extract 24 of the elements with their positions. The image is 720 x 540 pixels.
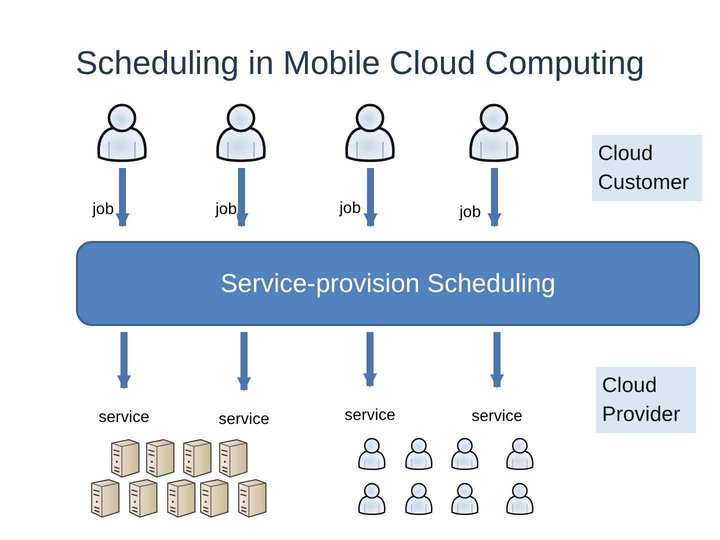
edge-label: job — [92, 201, 114, 219]
edge-label: job — [460, 204, 481, 222]
node-label: service — [93, 407, 155, 429]
arrow — [488, 168, 502, 228]
arrow — [237, 332, 251, 392]
arrow — [117, 332, 131, 390]
arrow — [490, 332, 504, 388]
arrow — [363, 332, 377, 388]
edge-label: job — [216, 201, 237, 219]
node-label: service — [466, 406, 528, 428]
role-label: Cloud Customer — [592, 135, 702, 201]
slide-title: Scheduling in Mobile Cloud Computing — [74, 44, 646, 82]
person-icon — [214, 102, 268, 162]
arrow — [234, 168, 248, 228]
edge-label: job — [340, 200, 361, 218]
arrow — [116, 168, 130, 228]
role-label: Cloud Provider — [596, 367, 696, 433]
arrow — [364, 168, 378, 228]
process-box: Service-provision Scheduling — [76, 241, 700, 326]
person-icon — [467, 102, 521, 162]
person-icon — [343, 102, 397, 162]
node-label: service — [213, 409, 275, 431]
person-icon — [95, 102, 149, 162]
node-label: service — [339, 405, 401, 427]
